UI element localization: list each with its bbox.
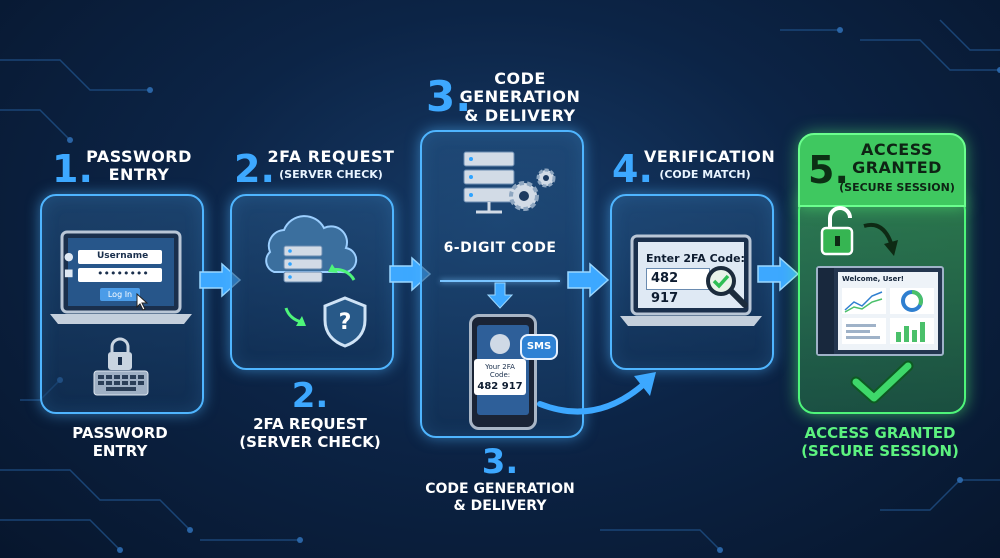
step3-title-line3: & DELIVERY: [464, 105, 576, 125]
avatar-icon: [490, 334, 510, 354]
sms-message: Your 2FA Code: 482 917: [474, 359, 526, 395]
step1-caption-line2: ENTRY: [92, 442, 148, 460]
step1-number: 1.: [52, 147, 93, 191]
magnifier-check-icon: [706, 266, 748, 308]
step3-caption-line1: CODE GENERATION: [425, 481, 575, 498]
step3-title-line2: GENERATION: [459, 87, 581, 107]
curved-arrow-icon: [537, 372, 656, 415]
lock-small-icon: ■: [64, 268, 74, 279]
unlock-icon: [820, 206, 898, 256]
step2-number: 2.: [234, 147, 275, 191]
dashboard-sidebar: [818, 268, 834, 354]
login-button[interactable]: Log In: [100, 288, 140, 301]
password-mask: ••••••••: [97, 267, 149, 280]
cursor-icon: [136, 292, 149, 311]
step3-title: CODE GENERATION & DELIVERY: [458, 69, 582, 125]
step5-number: 5.: [808, 148, 849, 192]
code-input[interactable]: 482 917: [646, 268, 710, 306]
step2-caption-line1: 2FA REQUEST: [253, 415, 367, 434]
step2-caption-line2: (SERVER CHECK): [239, 433, 381, 452]
keyboard-icon: [93, 370, 149, 396]
step3-caption: 3. CODE GENERATION & DELIVERY: [410, 442, 590, 515]
sms-badge: SMS: [520, 334, 558, 360]
step4-subtitle: (CODE MATCH): [659, 168, 751, 181]
dashboard-content: Welcome, User!: [838, 272, 938, 350]
step2-caption-number: 2.: [291, 376, 329, 416]
cloud-server-icon: [265, 215, 358, 326]
username-label: Username: [97, 251, 149, 261]
enter-code-label: Enter 2FA Code:: [646, 252, 745, 265]
step5-header: 5. ACCESS GRANTED (SECURE SESSION): [798, 133, 966, 207]
dashboard-charts: [842, 288, 934, 344]
checkmark-icon: [850, 360, 914, 404]
step5-caption: ACCESS GRANTED (SECURE SESSION): [790, 424, 970, 460]
step5-title: ACCESS GRANTED: [834, 140, 960, 178]
step2-caption: 2. 2FA REQUEST (SERVER CHECK): [230, 376, 390, 452]
step5-title-line1: ACCESS: [860, 140, 934, 159]
welcome-text: Welcome, User!: [842, 275, 904, 283]
step1-title-line1: PASSWORD: [86, 147, 192, 166]
step2-title: 2FA REQUEST: [267, 147, 395, 166]
step1-title-line2: ENTRY: [108, 165, 170, 185]
step3-caption-line2: & DELIVERY: [453, 498, 547, 515]
divider: [440, 280, 560, 282]
padlock-icon: [108, 337, 132, 370]
server-gear-icon: [463, 151, 556, 214]
user-icon: ●: [64, 250, 74, 263]
step4-number: 4.: [612, 147, 653, 191]
step3-caption-number: 3.: [481, 442, 519, 482]
step5-title-line2: GRANTED: [852, 158, 942, 178]
step3-title-line1: CODE: [494, 69, 546, 88]
step5-subtitle: (SECURE SESSION): [839, 181, 955, 194]
arrow-down-icon: [486, 282, 514, 309]
step2-subtitle: (SERVER CHECK): [279, 168, 383, 181]
sms-code: 482 917: [477, 381, 523, 392]
step5-caption-line1: ACCESS GRANTED: [804, 424, 956, 442]
step4-title: VERIFICATION: [644, 147, 776, 166]
step3-number: 3.: [426, 72, 472, 121]
sms-message-label: Your 2FA Code:: [485, 363, 515, 379]
svg-text:?: ?: [339, 310, 352, 335]
dashboard-window: Welcome, User!: [816, 266, 944, 356]
step1-caption-line1: PASSWORD: [72, 424, 168, 442]
password-field[interactable]: ■ ••••••••: [64, 267, 162, 282]
step5-caption-line2: (SECURE SESSION): [801, 442, 959, 460]
flow-arrow-icon: [757, 256, 800, 292]
username-field[interactable]: ● Username: [64, 250, 162, 264]
step1-caption: PASSWORD ENTRY: [40, 424, 200, 460]
step1-title: PASSWORD ENTRY: [84, 147, 194, 185]
flow-arrow-icon: [567, 262, 610, 298]
code-label: 6-DIGIT CODE: [443, 240, 557, 256]
shield-question-icon: ?: [323, 296, 367, 348]
